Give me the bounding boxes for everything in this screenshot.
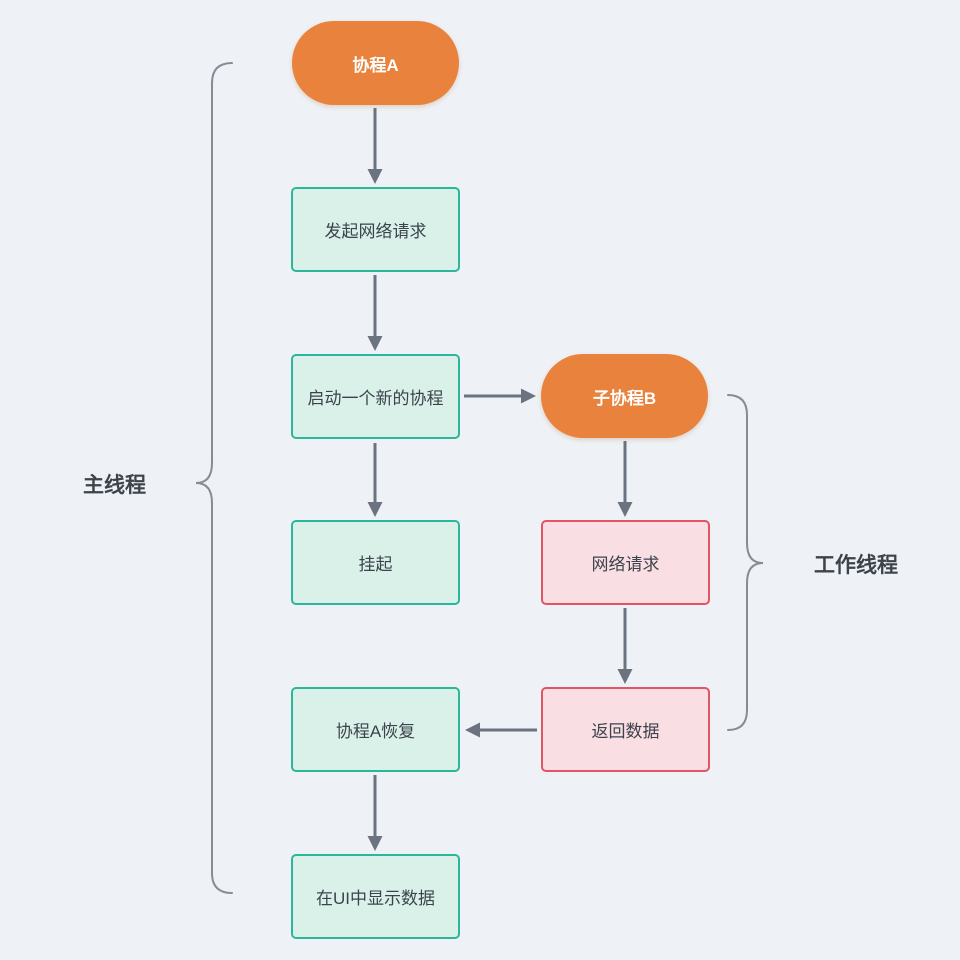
- main-thread-label: 主线程: [83, 474, 146, 497]
- node-coroutine-a-resume: 协程A恢复: [291, 687, 460, 772]
- node-suspend: 挂起: [291, 520, 460, 605]
- worker-thread-brace: [727, 394, 764, 731]
- main-thread-brace: [195, 62, 233, 894]
- node-sub-coroutine-b: 子协程B: [541, 354, 708, 438]
- node-coroutine-a: 协程A: [292, 21, 459, 105]
- node-return-data: 返回数据: [541, 687, 710, 772]
- worker-thread-label: 工作线程: [814, 554, 898, 577]
- node-show-data-in-ui: 在UI中显示数据: [291, 854, 460, 939]
- node-network-request: 网络请求: [541, 520, 710, 605]
- node-start-new-coroutine: 启动一个新的协程: [291, 354, 460, 439]
- node-send-network-request: 发起网络请求: [291, 187, 460, 272]
